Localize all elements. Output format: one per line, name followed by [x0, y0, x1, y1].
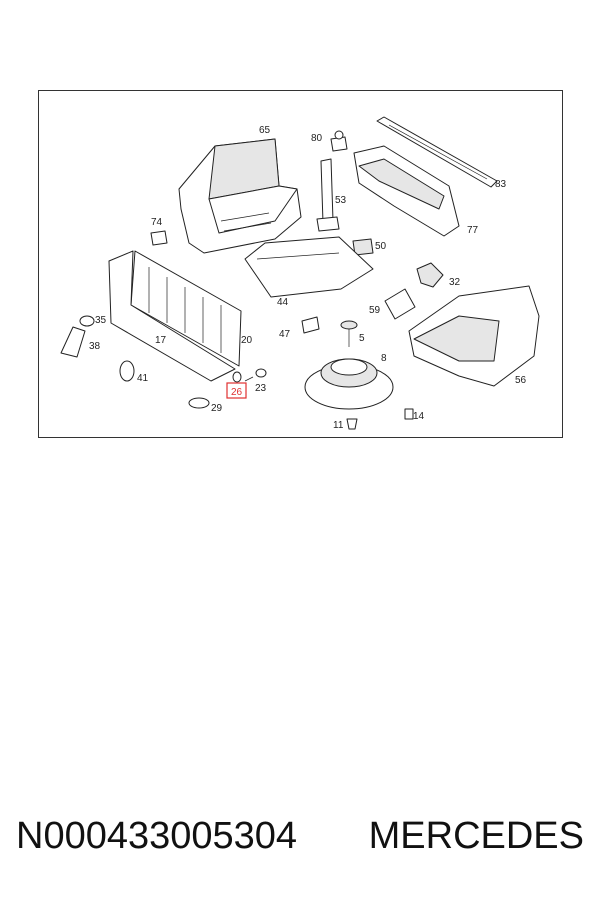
brand-name: MERCEDES — [368, 814, 584, 857]
label-59: 59 — [369, 305, 381, 316]
exploded-view-drawing: 65 80 83 53 77 74 50 32 44 59 35 20 47 5… — [60, 116, 540, 431]
part-32-handle[interactable] — [416, 262, 444, 288]
label-11: 11 — [333, 420, 344, 431]
label-14: 14 — [413, 411, 425, 422]
part-29-cap[interactable] — [188, 397, 210, 409]
label-23: 23 — [255, 383, 267, 394]
label-74: 74 — [151, 217, 163, 228]
label-41: 41 — [137, 373, 149, 384]
part-8-spare-wheel[interactable] — [304, 358, 394, 410]
label-50: 50 — [375, 241, 387, 252]
label-38: 38 — [89, 341, 101, 352]
part-5-bolt[interactable] — [340, 320, 358, 347]
part-44-floor-panel[interactable] — [244, 236, 374, 298]
part-50-clip[interactable] — [352, 238, 374, 256]
part-74-bracket[interactable] — [150, 230, 168, 246]
label-83: 83 — [495, 179, 507, 190]
label-47: 47 — [279, 329, 291, 340]
part-number: N000433005304 — [16, 814, 298, 857]
label-8: 8 — [381, 353, 387, 364]
part-83-rail[interactable] — [376, 116, 498, 188]
part-38-grommet[interactable] — [60, 326, 86, 358]
label-80: 80 — [311, 133, 323, 144]
part-47-clip[interactable] — [301, 316, 320, 334]
parts-diagram: 65 80 83 53 77 74 50 32 44 59 35 20 47 5… — [38, 90, 563, 438]
label-5: 5 — [359, 333, 365, 344]
highlight-box-26 — [226, 382, 247, 399]
part-14-clip[interactable] — [404, 408, 414, 420]
part-59-frame[interactable] — [384, 288, 416, 320]
label-26: 26 — [231, 387, 243, 398]
part-23-screw[interactable] — [244, 368, 267, 382]
label-32: 32 — [449, 277, 461, 288]
part-65-trunk-tray[interactable] — [178, 138, 302, 254]
part-80-clip[interactable] — [330, 130, 348, 152]
part-56-side-trim[interactable] — [408, 285, 540, 387]
label-20: 20 — [241, 335, 253, 346]
label-35: 35 — [95, 315, 107, 326]
caption-bar: N000433005304 MERCEDES — [10, 806, 590, 866]
label-77: 77 — [467, 225, 479, 236]
label-65: 65 — [259, 125, 271, 136]
part-77-cover-panel[interactable] — [353, 145, 460, 237]
part-20-partition[interactable] — [130, 250, 242, 367]
part-17-partition-panel[interactable] — [108, 250, 236, 382]
label-44: 44 — [277, 297, 289, 308]
label-56: 56 — [515, 375, 527, 386]
label-29: 29 — [211, 403, 223, 414]
label-17: 17 — [155, 335, 167, 346]
part-53-strap[interactable] — [316, 158, 340, 232]
part-26-nut[interactable] — [232, 371, 242, 383]
part-11-bolt[interactable] — [346, 418, 358, 430]
part-41-ring[interactable] — [119, 360, 135, 382]
part-35-ring[interactable] — [79, 315, 95, 327]
label-53: 53 — [335, 195, 347, 206]
